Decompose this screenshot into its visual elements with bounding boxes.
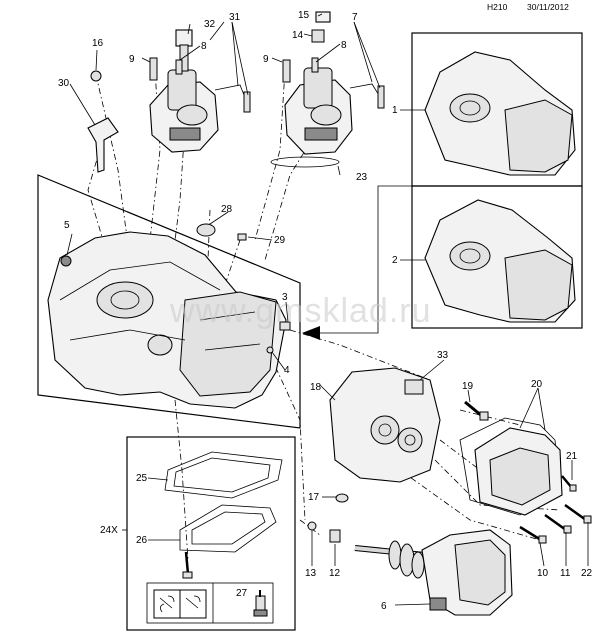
shift-actuator-left <box>149 29 251 153</box>
bolt-11 <box>544 513 572 534</box>
plug <box>90 70 102 82</box>
callout-20: 20 <box>531 379 543 390</box>
callout-17: 17 <box>308 492 320 503</box>
seal-ring <box>270 156 340 168</box>
callout-13: 13 <box>305 568 317 579</box>
housing-frame <box>37 174 301 429</box>
callout-19: 19 <box>462 381 474 392</box>
diagram-code: H210 <box>487 2 508 12</box>
callout-30: 30 <box>58 78 70 89</box>
bolt-22 <box>564 503 592 524</box>
diagram-date: 30/11/2012 <box>527 2 569 12</box>
variant-housing-2 <box>424 199 576 323</box>
callout-27: 27 <box>236 588 248 599</box>
bolt-21 <box>561 475 577 492</box>
variant-arrow-line <box>318 185 412 334</box>
end-cover <box>474 427 563 516</box>
sensor-part-icon <box>253 590 268 617</box>
callout-9a: 9 <box>129 54 135 65</box>
breather-cap <box>196 223 216 237</box>
gear-assembly <box>354 529 513 616</box>
callout-8b: 8 <box>341 40 347 51</box>
kit-bolt <box>182 551 193 579</box>
bracket <box>87 117 119 173</box>
callout-33: 33 <box>437 350 449 361</box>
seal-17 <box>335 493 349 503</box>
callout-4: 4 <box>284 365 290 376</box>
callout-1: 1 <box>392 105 398 116</box>
callout-5: 5 <box>64 220 70 231</box>
variant-arrow-head <box>302 326 320 340</box>
callout-labels: 32 31 8 9 9 15 14 8 7 16 30 1 2 23 28 29… <box>58 10 593 612</box>
callout-22: 22 <box>581 568 593 579</box>
callout-29: 29 <box>274 235 286 246</box>
callout-16: 16 <box>92 38 104 49</box>
callout-28: 28 <box>221 204 233 215</box>
leader-lines <box>66 13 589 606</box>
callout-21: 21 <box>566 451 578 462</box>
callout-18: 18 <box>310 382 322 393</box>
callout-11: 11 <box>560 568 571 579</box>
callout-31: 31 <box>229 12 241 23</box>
service-note-box <box>146 582 274 624</box>
callout-3: 3 <box>282 292 288 303</box>
kit-frame-24x <box>126 436 296 631</box>
intermediate-plate <box>329 367 441 483</box>
callout-8a: 8 <box>201 41 207 52</box>
callout-2: 2 <box>392 255 398 266</box>
transmission-housing <box>47 231 291 409</box>
shift-actuator-right <box>282 11 385 155</box>
bolt-10 <box>519 525 547 544</box>
callout-26: 26 <box>136 535 148 546</box>
variant-frame-2 <box>411 185 583 329</box>
callout-7: 7 <box>352 12 358 23</box>
callout-10: 10 <box>537 568 549 579</box>
callout-14: 14 <box>292 30 304 41</box>
dowel-pin <box>237 233 247 241</box>
callout-15: 15 <box>298 10 310 21</box>
callout-24x: 24X <box>100 525 118 536</box>
callout-32: 32 <box>204 19 216 30</box>
variant-housing-1 <box>424 51 576 176</box>
callout-9b: 9 <box>263 54 269 65</box>
plug-washer <box>307 521 317 531</box>
oil-pan-gasket-26 <box>179 504 277 553</box>
callout-12: 12 <box>329 568 341 579</box>
oil-pan-gasket-25 <box>164 451 283 499</box>
wrench-book-icon <box>153 589 207 619</box>
drain-plug <box>329 529 341 543</box>
callout-23: 23 <box>356 172 368 183</box>
callout-25: 25 <box>136 473 148 484</box>
callout-6: 6 <box>381 601 387 612</box>
watermark-text: www.gmsklad.ru <box>169 292 432 330</box>
bolt-19 <box>464 400 489 421</box>
